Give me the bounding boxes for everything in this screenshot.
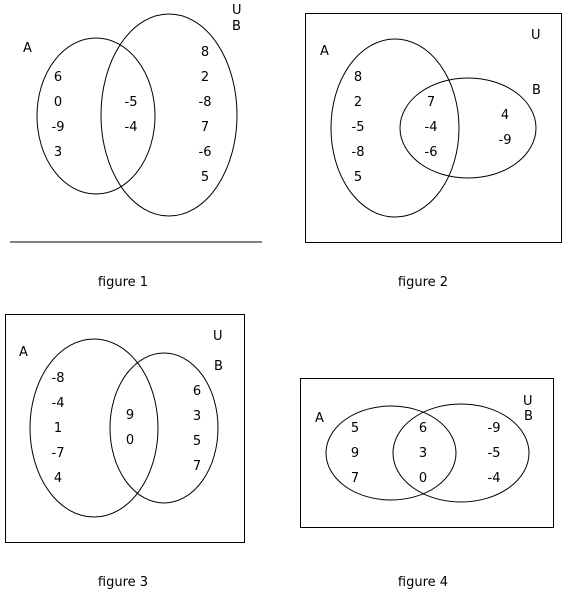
figure-1-intersection-region: -5 -4 <box>125 95 138 135</box>
figure-4-universe-box <box>300 378 554 528</box>
figure-1-a-only-value: 3 <box>54 145 62 160</box>
figure-1-set-b-label: B <box>232 19 241 34</box>
figure-2-a-only-value: 5 <box>354 170 362 185</box>
figure-2-set-a-circle <box>330 38 460 218</box>
figure-3-a-only-value: -7 <box>52 446 65 461</box>
figure-4-b-only-value: -9 <box>488 421 501 436</box>
figure-4-set-a-label: A <box>315 411 324 426</box>
figure-3-set-a-label: A <box>19 345 28 360</box>
figure-3-intersection-region: 9 0 <box>126 408 134 448</box>
figure-3-caption: figure 3 <box>98 575 148 590</box>
figure-1-a-only-value: 0 <box>54 95 62 110</box>
figure-4-set-b-circle <box>392 403 530 503</box>
figure-2-intersection-region: 7 -4 -6 <box>425 95 438 160</box>
figure-1-set-a-label: A <box>23 41 32 56</box>
figure-2: A U B 8 2 -5 -8 5 7 -4 -6 4 -9 figure 2 <box>305 13 562 290</box>
figure-2-set-b-label: B <box>532 83 541 98</box>
figure-4-set-b-label: B <box>524 409 533 424</box>
figure-2-a-only-value: -8 <box>352 145 365 160</box>
figure-3-b-only-value: 6 <box>193 384 201 399</box>
figure-2-a-only-value: 8 <box>354 70 362 85</box>
figure-2-intersection-value: -6 <box>425 145 438 160</box>
figure-2-a-only-region: 8 2 -5 -8 5 <box>352 70 365 185</box>
figure-4-a-only-region: 5 9 7 <box>351 421 359 486</box>
figure-3-intersection-value: 0 <box>126 433 134 448</box>
figure-1: A U B 6 0 -9 3 -5 -4 8 2 -8 7 -6 5 figur… <box>10 3 262 290</box>
figure-4: A U B 5 9 7 6 3 0 -9 -5 -4 figure 4 <box>300 378 554 590</box>
figure-3-universe-label: U <box>213 329 223 344</box>
figure-3-a-only-value: 1 <box>54 421 62 436</box>
figure-1-b-only-value: 2 <box>201 70 209 85</box>
figure-2-a-only-value: 2 <box>354 95 362 110</box>
figure-3-a-only-value: -4 <box>52 396 65 411</box>
figure-2-intersection-value: -4 <box>425 120 438 135</box>
figure-3-set-b-circle <box>109 352 219 504</box>
figure-1-b-only-value: 7 <box>201 120 209 135</box>
figure-2-set-a-label: A <box>320 44 329 59</box>
figure-3-b-only-value: 3 <box>193 409 201 424</box>
figure-4-a-only-value: 5 <box>351 421 359 436</box>
figure-1-a-only-value: -9 <box>52 120 65 135</box>
figure-1-b-only-region: 8 2 -8 7 -6 5 <box>199 45 212 185</box>
figure-3: A U B -8 -4 1 -7 4 9 0 6 3 5 7 figure 3 <box>5 314 245 590</box>
figure-3-b-only-region: 6 3 5 7 <box>193 384 201 474</box>
figure-3-universe-box <box>5 314 245 543</box>
figure-4-intersection-value: 3 <box>419 446 427 461</box>
figure-2-set-b-circle <box>399 77 537 179</box>
figure-1-a-only-region: 6 0 -9 3 <box>52 70 65 160</box>
figure-4-intersection-value: 0 <box>419 471 427 486</box>
figure-1-b-only-value: 5 <box>201 170 209 185</box>
figure-3-b-only-value: 7 <box>193 459 201 474</box>
figure-1-universe-label: U <box>232 3 242 18</box>
figure-4-universe-label: U <box>523 394 533 409</box>
figure-4-b-only-value: -4 <box>488 471 501 486</box>
figure-4-set-a-circle <box>325 405 457 501</box>
figure-3-a-only-region: -8 -4 1 -7 4 <box>52 371 65 486</box>
figure-3-b-only-value: 5 <box>193 434 201 449</box>
figure-2-universe-label: U <box>531 28 541 43</box>
figure-1-b-only-value: 8 <box>201 45 209 60</box>
figure-1-b-only-value: -8 <box>199 95 212 110</box>
figure-4-a-only-value: 9 <box>351 446 359 461</box>
figure-2-b-only-value: -9 <box>499 133 512 148</box>
figure-1-intersection-value: -5 <box>125 95 138 110</box>
figure-1-intersection-value: -4 <box>125 120 138 135</box>
figure-2-intersection-value: 7 <box>427 95 435 110</box>
figure-1-a-only-value: 6 <box>54 70 62 85</box>
figure-2-universe-box <box>305 13 562 243</box>
figure-3-intersection-value: 9 <box>126 408 134 423</box>
figure-3-a-only-value: -8 <box>52 371 65 386</box>
figure-4-b-only-value: -5 <box>488 446 501 461</box>
figure-1-b-only-value: -6 <box>199 145 212 160</box>
figure-4-intersection-region: 6 3 0 <box>419 421 427 486</box>
figure-4-b-only-region: -9 -5 -4 <box>488 421 501 486</box>
figure-2-b-only-value: 4 <box>501 108 509 123</box>
figure-2-caption: figure 2 <box>398 275 448 290</box>
figure-2-a-only-value: -5 <box>352 120 365 135</box>
figure-1-set-a-circle <box>36 37 156 195</box>
figure-1-set-b-circle <box>100 13 238 217</box>
figure-3-set-a-circle <box>29 338 159 518</box>
figure-4-a-only-value: 7 <box>351 471 359 486</box>
figure-3-a-only-value: 4 <box>54 471 62 486</box>
figure-4-intersection-value: 6 <box>419 421 427 436</box>
figure-3-set-b-label: B <box>214 359 223 374</box>
figure-4-caption: figure 4 <box>398 575 448 590</box>
figure-1-caption: figure 1 <box>98 275 148 290</box>
figure-2-b-only-region: 4 -9 <box>499 108 512 148</box>
